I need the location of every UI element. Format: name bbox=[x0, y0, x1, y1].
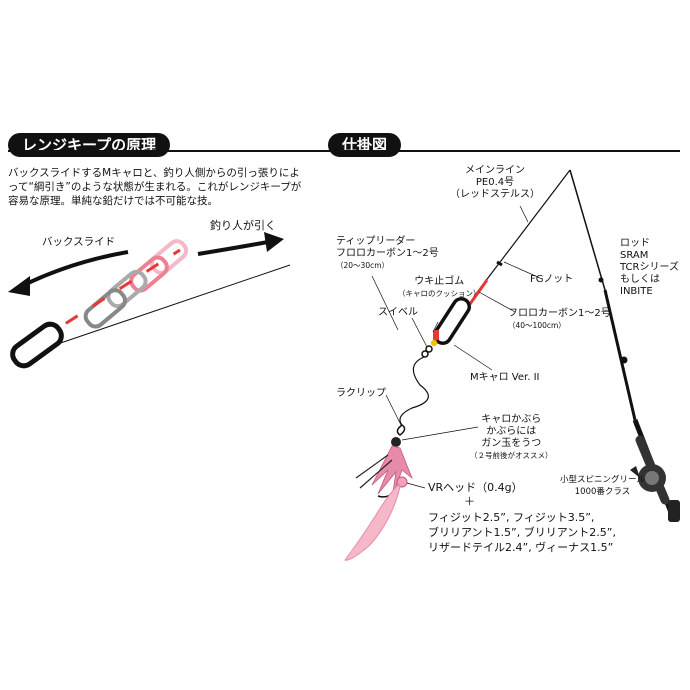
label-m-caro: Mキャロ Ver. II bbox=[470, 372, 540, 383]
section-header-rig-diagram: 仕掛図 bbox=[328, 133, 402, 157]
label-fluoro-leader: フロロカーボン1〜2号 （40〜100cm） bbox=[508, 308, 611, 330]
caro-kabura bbox=[355, 437, 413, 499]
raclip bbox=[396, 424, 406, 436]
tip-leader-red bbox=[468, 279, 489, 305]
fluoro-leader bbox=[399, 356, 429, 426]
label-plus: ＋ bbox=[464, 495, 475, 508]
divider-right bbox=[328, 150, 680, 152]
label-fg-knot: FGノット bbox=[530, 274, 574, 285]
fg-knot bbox=[496, 260, 503, 267]
label-lure-list: フィジット2.5”, フィジット3.5”, ブリリアント1.5”, ブリリアント… bbox=[428, 511, 616, 554]
label-main-line: メインライン PE0.4号 （レッドステルス） bbox=[450, 165, 540, 200]
float-stop-rubber bbox=[433, 330, 439, 340]
pull-arrowhead bbox=[264, 232, 284, 252]
spinning-reel bbox=[630, 464, 666, 492]
explanation-paragraph: バックスライドするMキャロと、釣り人側からの引っ張りによって“綱引き”のような状… bbox=[8, 167, 302, 207]
m-caro-sinker-left bbox=[10, 321, 64, 369]
pull-arrow bbox=[197, 240, 269, 256]
label-angler-pull: 釣り人が引く bbox=[210, 219, 276, 232]
label-reel: 小型スピニングリール 1000番クラス bbox=[560, 475, 646, 497]
swivel bbox=[425, 345, 433, 353]
label-raclip: ラクリップ bbox=[336, 388, 386, 399]
callout-lines bbox=[371, 205, 541, 489]
vr-head-jig bbox=[344, 476, 408, 561]
sinker-ghosts bbox=[83, 239, 189, 329]
backslide-arrowhead bbox=[8, 276, 30, 296]
m-caro-sinker bbox=[432, 296, 472, 346]
rod bbox=[569, 169, 680, 522]
label-backslide: バックスライド bbox=[42, 236, 116, 248]
label-vr-head: VRヘッド（0.4g） bbox=[428, 481, 523, 494]
soft-lure-worm bbox=[344, 484, 401, 561]
section-header-range-keep: レンジキープの原理 bbox=[8, 133, 171, 157]
tension-line bbox=[39, 264, 291, 351]
divider-left bbox=[8, 150, 330, 152]
bead-yellow bbox=[430, 339, 438, 347]
label-rod: ロッド SRAM TCRシリーズ もしくは INBITE bbox=[620, 238, 679, 297]
backslide-arrow bbox=[19, 250, 129, 289]
label-swivel: スイベル bbox=[378, 307, 418, 318]
label-caro-kabura: キャロかぶら かぶらには ガン玉をうつ （２号前後がオススメ） bbox=[470, 414, 553, 460]
main-line bbox=[474, 169, 571, 296]
label-tip-leader: ティップリーダー フロロカーボン1〜2号 （20〜30cm） bbox=[336, 236, 439, 270]
label-float-stop: ウキ止ゴム （キャロのクッション） bbox=[398, 276, 481, 298]
